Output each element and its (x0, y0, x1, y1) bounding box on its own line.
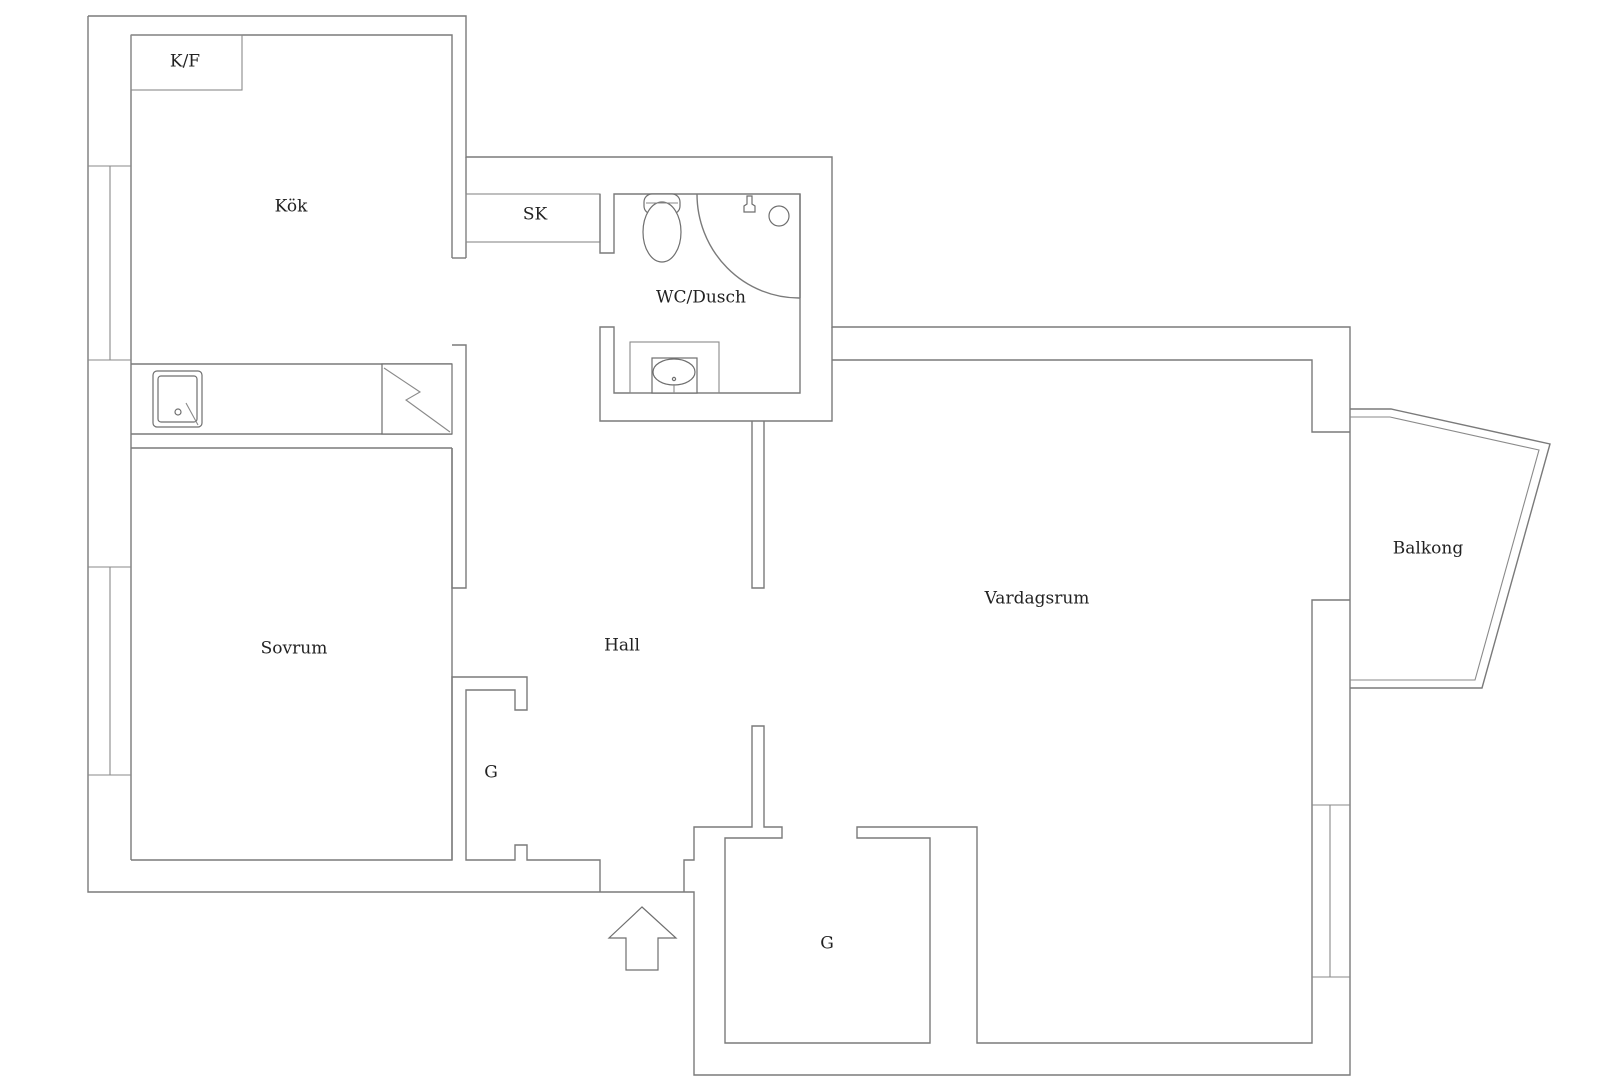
room-label-sovrum: Sovrum (260, 638, 328, 659)
room-label-g-hall: G (484, 762, 498, 783)
room-label-kf: K/F (169, 51, 201, 72)
fridge-freezer-box (130, 34, 243, 91)
entrance-arrow-icon (607, 906, 678, 971)
room-label-sk: SK (522, 204, 548, 225)
room-label-g-lower: G (820, 933, 834, 954)
kitchen-sink-icon (152, 370, 203, 428)
balcony-outline (1350, 408, 1551, 689)
stove-icon (381, 363, 453, 435)
room-label-kok: Kök (274, 196, 308, 217)
shower-icon (696, 193, 801, 299)
sink-icon (629, 341, 720, 394)
room-label-hall: Hall (604, 635, 640, 656)
toilet-icon (642, 193, 682, 263)
room-label-balkong: Balkong (1392, 538, 1464, 559)
room-label-vardagsrum: Vardagsrum (984, 588, 1090, 609)
room-label-wc: WC/Dusch (656, 287, 746, 308)
outer-wall (87, 15, 1351, 1076)
